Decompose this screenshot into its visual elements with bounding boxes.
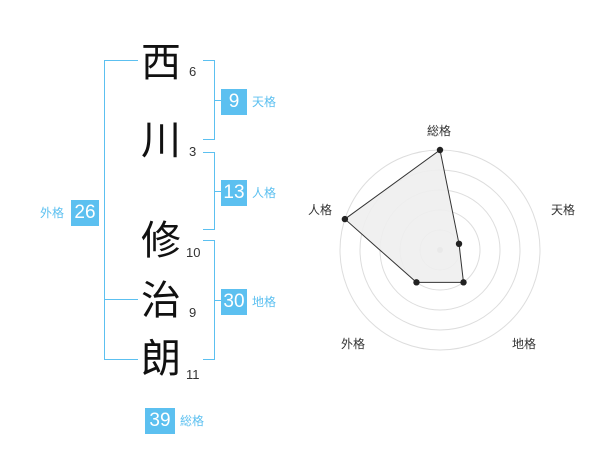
tenkaku-label: 天格 [252,95,277,109]
tenkaku-bracket [203,60,215,140]
radar-polygon [344,149,465,283]
soukaku-label: 総格 [180,414,205,428]
name-char-1: 西 [141,40,181,86]
stroke-count-3: 10 [186,245,201,260]
name-char-2: 川 [141,118,181,164]
stroke-count-5: 11 [186,367,200,382]
radar-point-3 [460,279,467,286]
name-char-4: 治 [141,278,181,324]
soukaku-value-badge: 39 [145,408,175,434]
radar-axis-label-tenkaku: 天格 [551,203,576,217]
tenkaku-tick [215,100,221,101]
radar-axis-label-jinkaku: 人格 [308,203,333,217]
chikaku-label: 地格 [252,295,277,309]
radar-point-5 [341,215,349,223]
radar-point-4 [413,279,420,286]
name-char-5: 朗 [141,336,181,382]
gaikaku-value-badge: 26 [71,200,99,226]
radar-axis-label-soukaku: 総格 [427,124,452,138]
jinkaku-bracket [203,152,215,230]
gaikaku-label: 外格 [40,206,65,220]
stroke-count-2: 3 [189,144,197,159]
radar-point-1 [436,146,444,154]
stroke-count-1: 6 [189,64,197,79]
chikaku-value-badge: 30 [221,289,247,315]
radar-axis-label-gaikaku: 外格 [341,337,366,351]
radar-point-2 [455,240,463,248]
gaikaku-inner-tick [104,299,138,300]
jinkaku-label: 人格 [252,186,277,200]
tenkaku-value-badge: 9 [221,89,247,115]
jinkaku-tick [215,191,221,192]
radar-axis-label-chikaku: 地格 [512,337,537,351]
chikaku-bracket [203,240,215,360]
gaikaku-bracket [104,60,138,360]
chikaku-tick [215,300,221,301]
stroke-count-4: 9 [189,305,197,320]
name-char-3: 修 [141,218,181,264]
jinkaku-value-badge: 13 [221,180,247,206]
